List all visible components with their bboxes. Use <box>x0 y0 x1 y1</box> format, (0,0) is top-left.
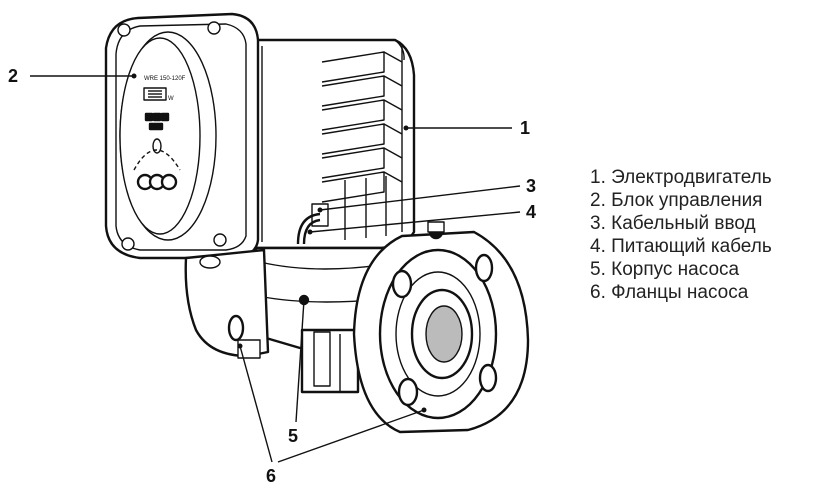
legend-item-control-box: 2. Блок управления <box>590 190 763 211</box>
electric-motor <box>248 38 416 250</box>
callouts: 1 2 3 4 5 6 <box>8 66 536 486</box>
callout-4: 4 <box>307 202 536 235</box>
right-flange <box>352 221 530 434</box>
control-box: WRE 150-120F W <box>104 12 260 260</box>
callout-5-number: 5 <box>288 426 298 446</box>
callout-2: 2 <box>8 66 137 86</box>
panel-model-label: WRE 150-120F <box>144 76 186 82</box>
callout-6: 6 <box>237 343 427 486</box>
panel-power-unit: W <box>168 96 174 102</box>
left-flange <box>184 248 270 359</box>
legend-item-power-cable: 4. Питающий кабель <box>590 236 772 257</box>
callout-3: 3 <box>317 176 536 213</box>
legend: 1. Электродвигатель 2. Блок управления 3… <box>590 166 772 304</box>
callout-5: 5 <box>288 297 307 446</box>
callout-1: 1 <box>403 118 530 138</box>
legend-item-pump-housing: 5. Корпус насоса <box>590 259 740 280</box>
pump-illustration: WRE 150-120F W <box>104 12 530 434</box>
callout-4-number: 4 <box>526 202 536 222</box>
callout-2-number: 2 <box>8 66 18 86</box>
legend-item-motor: 1. Электродвигатель <box>590 167 772 188</box>
callout-3-number: 3 <box>526 176 536 196</box>
legend-item-pump-flanges: 6. Фланцы насоса <box>590 282 749 303</box>
callout-6-number: 6 <box>266 466 276 486</box>
legend-item-cable-gland: 3. Кабельный ввод <box>590 213 756 234</box>
callout-1-number: 1 <box>520 118 530 138</box>
